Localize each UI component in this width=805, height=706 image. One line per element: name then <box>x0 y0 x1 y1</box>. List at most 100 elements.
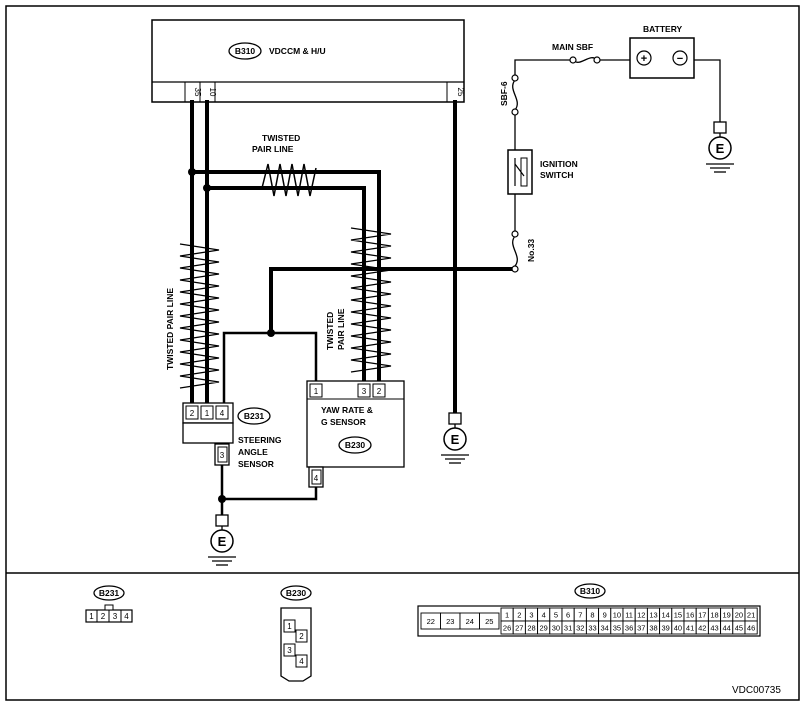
vdccm-code-badge <box>228 42 262 60</box>
b310-pin-31: 31 <box>564 624 572 633</box>
power-terminals <box>511 56 601 273</box>
vdccm-pin-35: 35 <box>193 88 202 97</box>
yaw-pin-2: 2 <box>377 387 382 396</box>
b310-pin-10: 10 <box>613 611 621 620</box>
sbf6-label: SBF-6 <box>499 81 509 106</box>
b310-pin-19: 19 <box>723 611 731 620</box>
twisted-pair-top-label-1: TWISTED <box>262 133 300 143</box>
b310-pin-6: 6 <box>566 611 570 620</box>
yaw-pin-1: 1 <box>314 387 319 396</box>
twisted-pair-mid <box>350 227 392 373</box>
b310-pin-14: 14 <box>662 611 670 620</box>
b310-pin-5: 5 <box>554 611 558 620</box>
yaw-name-2: G SENSOR <box>321 417 366 427</box>
ignition-switch-label-1: IGNITION <box>540 159 578 169</box>
vdccm-module: B310 VDCCM & H/U 35 10 25 <box>151 19 465 103</box>
yaw-code: B230 <box>345 440 366 450</box>
vdccm-name: VDCCM & H/U <box>269 46 326 56</box>
sas-code-badge <box>237 407 271 425</box>
battery-plus: + <box>641 53 647 65</box>
b310-pin-4: 4 <box>542 611 546 620</box>
b310-pin-7: 7 <box>578 611 582 620</box>
sas-pin-4: 4 <box>220 409 225 418</box>
b310-pin-32: 32 <box>576 624 584 633</box>
sas-name-3: SENSOR <box>238 459 274 469</box>
sas-pin-2: 2 <box>190 409 195 418</box>
b231-pin-4: 4 <box>124 612 129 621</box>
b310-pin-25: 25 <box>485 617 493 626</box>
sas-name-1: STEERING <box>238 435 282 445</box>
b310-pin-43: 43 <box>710 624 718 633</box>
b310-pin-44: 44 <box>723 624 731 633</box>
signal-wires <box>190 100 517 415</box>
b310-pin-36: 36 <box>625 624 633 633</box>
battery-minus: − <box>677 53 683 65</box>
b230-pin-4: 4 <box>299 657 304 666</box>
b310-pin-24: 24 <box>466 617 474 626</box>
yaw-name-1: YAW RATE & <box>321 405 373 415</box>
sas-pin-1: 1 <box>205 409 210 418</box>
connector-b310-code: B310 <box>580 586 601 596</box>
twisted-pair-top-label-2: PAIR LINE <box>252 144 294 154</box>
b310-pin-28: 28 <box>527 624 535 633</box>
twisted-pair-mid-label-2: PAIR LINE <box>336 308 346 350</box>
b310-pin-17: 17 <box>698 611 706 620</box>
connector-b230: B230 1 2 3 4 <box>280 585 312 682</box>
b231-pin-3: 3 <box>113 612 118 621</box>
yaw-code-badge <box>338 436 372 454</box>
battery-label: BATTERY <box>643 24 683 34</box>
b310-pin-38: 38 <box>649 624 657 633</box>
twisted-pair-mid-label-1: TWISTED <box>325 312 335 350</box>
b310-pin-46-cell <box>744 620 758 635</box>
ground-label-vdccm: E <box>451 432 460 447</box>
b310-pin-13: 13 <box>649 611 657 620</box>
twisted-pair-left-label: TWISTED PAIR LINE <box>165 288 175 370</box>
steering-angle-sensor: 2 1 4 3 B231 STEERING ANGLE SENSOR <box>182 402 282 469</box>
yaw-pin-3: 3 <box>362 387 367 396</box>
figure-id: VDC00735 <box>732 685 781 696</box>
b310-pin-8: 8 <box>590 611 594 620</box>
b310-pin-27: 27 <box>515 624 523 633</box>
sas-code: B231 <box>244 411 265 421</box>
b310-pin-11: 11 <box>625 611 633 620</box>
b310-pin-23: 23 <box>446 617 454 626</box>
b310-pin-46: 46 <box>747 624 755 633</box>
connector-b230-code: B230 <box>286 588 307 598</box>
b310-pin-20: 20 <box>735 611 743 620</box>
b310-pin-29: 29 <box>540 624 548 633</box>
b231-pin-2: 2 <box>101 612 106 621</box>
b310-pin-39: 39 <box>662 624 670 633</box>
b230-pin-3: 3 <box>287 646 292 655</box>
b310-pin-41: 41 <box>686 624 694 633</box>
b310-pin-16: 16 <box>686 611 694 620</box>
junction-dots <box>188 168 275 503</box>
b310-pin-45: 45 <box>735 624 743 633</box>
ground-label-battery: E <box>716 141 725 156</box>
b310-pin-12: 12 <box>637 611 645 620</box>
b310-pin-22: 22 <box>427 617 435 626</box>
b310-pin-30: 30 <box>552 624 560 633</box>
b231-pin-1: 1 <box>89 612 94 621</box>
power-circuit <box>512 57 721 267</box>
twisted-pair-left <box>179 243 220 389</box>
b230-pin-1: 1 <box>287 622 292 631</box>
b310-pin-2: 2 <box>517 611 521 620</box>
sensor-power-wires <box>220 331 318 515</box>
ignition-switch-label-2: SWITCH <box>540 170 574 180</box>
yaw-pin-4: 4 <box>314 474 319 483</box>
ignition-switch <box>507 149 533 195</box>
connector-b231: B231 1 2 3 4 <box>85 585 133 623</box>
b310-pin-34: 34 <box>601 624 609 633</box>
ground-symbol-sas: E <box>208 514 236 566</box>
b310-pin-35: 35 <box>613 624 621 633</box>
vdccm-pin-10: 10 <box>208 88 217 97</box>
main-sbf-label: MAIN SBF <box>552 42 593 52</box>
b310-pin-21: 21 <box>747 611 755 620</box>
fuse-no33-label: No.33 <box>526 239 536 262</box>
b310-pin-42: 42 <box>698 624 706 633</box>
sas-pin-3: 3 <box>220 451 225 460</box>
twisted-pair-top <box>261 163 317 197</box>
b310-pin-25-cell <box>479 612 500 630</box>
vdccm-pin-25: 25 <box>456 88 465 97</box>
